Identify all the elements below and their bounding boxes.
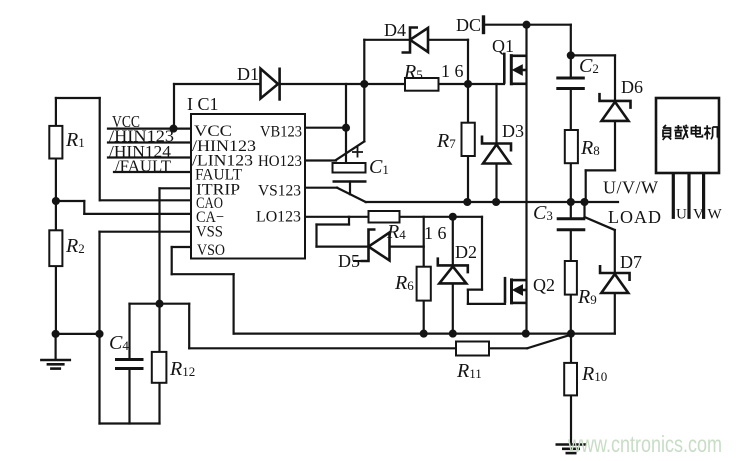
svg-text:D2: D2 <box>455 242 477 262</box>
svg-text:R2: R2 <box>65 235 85 257</box>
svg-text:D6: D6 <box>621 77 643 97</box>
svg-text:V: V <box>693 207 704 223</box>
svg-text:HO123: HO123 <box>258 153 302 170</box>
svg-text:/HIN123: /HIN123 <box>192 138 256 155</box>
svg-text:Q2: Q2 <box>533 275 555 295</box>
svg-text:VCC: VCC <box>112 112 140 131</box>
svg-text:C4: C4 <box>109 332 129 354</box>
svg-text:/HIN124: /HIN124 <box>109 142 171 161</box>
svg-text:U: U <box>676 207 687 223</box>
svg-text:VSO: VSO <box>197 242 225 259</box>
svg-text:CAO: CAO <box>196 195 223 212</box>
svg-text:R11: R11 <box>456 360 482 382</box>
svg-text:R4: R4 <box>386 221 406 243</box>
svg-text:R1: R1 <box>65 129 85 151</box>
svg-text:I C1: I C1 <box>187 94 219 114</box>
svg-text:R9: R9 <box>577 286 597 308</box>
svg-text:1 6: 1 6 <box>441 61 464 81</box>
svg-text:/HIN123: /HIN123 <box>109 127 174 146</box>
svg-text:D1: D1 <box>237 64 259 84</box>
svg-text:ITRIP: ITRIP <box>196 182 240 199</box>
svg-text:R6: R6 <box>394 272 414 294</box>
svg-text:D7: D7 <box>620 252 642 272</box>
svg-text:D5: D5 <box>338 251 360 271</box>
svg-text:C1: C1 <box>369 156 389 178</box>
svg-text:C3: C3 <box>533 202 553 224</box>
svg-text:/FAULT: /FAULT <box>115 157 172 176</box>
svg-text:VS123: VS123 <box>258 183 301 200</box>
svg-text:R8: R8 <box>580 137 600 159</box>
svg-text:www.cntronics.com: www.cntronics.com <box>567 431 722 457</box>
svg-text:R5: R5 <box>403 61 423 83</box>
svg-text:U/V/W: U/V/W <box>603 178 659 198</box>
svg-text:VB123: VB123 <box>260 124 302 141</box>
svg-text:D3: D3 <box>502 121 524 141</box>
svg-text:1 6: 1 6 <box>424 223 447 243</box>
svg-text:/LIN123: /LIN123 <box>192 153 253 170</box>
svg-text:D4: D4 <box>384 20 406 40</box>
svg-text:FAULT: FAULT <box>195 167 242 184</box>
svg-text:R10: R10 <box>581 363 607 385</box>
svg-text:VCC: VCC <box>194 123 232 140</box>
svg-text:C2: C2 <box>579 55 599 77</box>
svg-text:DC: DC <box>456 15 481 35</box>
svg-text:R12: R12 <box>169 358 195 380</box>
svg-text:LO123: LO123 <box>256 209 301 226</box>
svg-text:VSS: VSS <box>196 224 223 241</box>
svg-text:W: W <box>708 207 723 223</box>
svg-text:LOAD: LOAD <box>608 207 662 227</box>
svg-text:CA−: CA− <box>196 209 224 226</box>
svg-text:R7: R7 <box>436 130 456 152</box>
svg-text:Q1: Q1 <box>492 36 514 56</box>
